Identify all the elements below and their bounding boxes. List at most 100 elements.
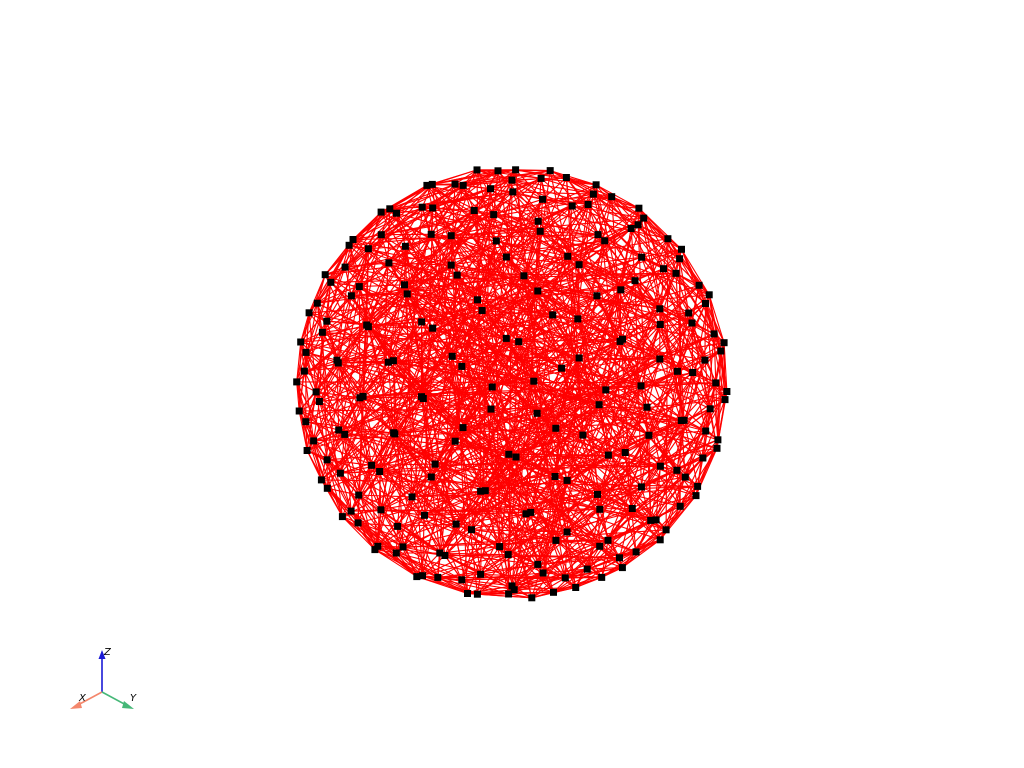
mesh-node — [434, 573, 442, 581]
mesh-edge — [377, 545, 418, 578]
mesh-edge — [531, 577, 566, 599]
mesh-node — [534, 560, 542, 568]
mesh-edge — [635, 520, 652, 553]
mesh-edge — [593, 193, 644, 219]
mesh-node — [401, 281, 408, 289]
mesh-edge — [540, 177, 573, 207]
mesh-edge — [462, 427, 583, 436]
mesh-node — [313, 299, 321, 307]
mesh-edge — [339, 473, 352, 512]
mesh-edge — [402, 419, 682, 548]
x-axis: X — [70, 691, 103, 709]
mesh-node — [473, 590, 481, 598]
mesh-edge — [533, 289, 622, 382]
mesh-edge — [537, 290, 557, 429]
mesh-edge — [542, 264, 580, 574]
mesh-node — [681, 473, 689, 481]
mesh-node — [705, 291, 713, 299]
mesh-edge — [665, 495, 697, 531]
mesh-node — [676, 502, 684, 510]
mesh-node — [616, 554, 623, 562]
mesh-edge — [539, 230, 642, 387]
mesh-edge — [350, 248, 369, 296]
mesh-edge — [599, 508, 651, 521]
mesh-edge — [305, 351, 364, 397]
mesh-edge — [380, 509, 404, 548]
mesh-node — [327, 278, 335, 286]
mesh-edge — [421, 321, 493, 388]
mesh-edge — [508, 591, 554, 595]
mesh-node — [323, 456, 331, 464]
mesh-edge — [675, 272, 710, 296]
mesh-edge — [511, 289, 622, 587]
mesh-edge — [327, 430, 706, 461]
mesh-edge — [578, 357, 600, 405]
mesh-edge — [542, 486, 642, 574]
mesh-node — [656, 355, 664, 363]
mesh-edge — [306, 284, 405, 451]
mesh-edge — [434, 275, 458, 465]
orientation-axes-widget: Z X Y — [70, 647, 137, 709]
mesh-node — [393, 209, 400, 217]
mesh-edge — [537, 290, 689, 314]
mesh-node — [502, 334, 510, 342]
mesh-edge — [350, 510, 379, 547]
mesh-node — [512, 166, 520, 174]
mesh-edge — [357, 522, 554, 593]
mesh-edge — [402, 529, 472, 548]
mesh-node — [717, 347, 725, 355]
mesh-node — [487, 405, 495, 413]
mesh-edge — [643, 217, 682, 250]
mesh-node — [341, 430, 349, 438]
mesh-edge — [579, 256, 642, 266]
mesh-node — [652, 516, 660, 524]
mesh-edge — [380, 476, 432, 511]
mesh-edge — [640, 385, 685, 421]
mesh-edge — [595, 184, 637, 552]
mesh-node — [604, 536, 612, 544]
mesh-node — [562, 174, 570, 181]
mesh-edge — [316, 303, 343, 517]
mesh-edge — [322, 331, 660, 360]
mesh-edge — [430, 295, 598, 478]
mesh-edge — [493, 214, 507, 258]
mesh-edge — [476, 169, 482, 492]
mesh-edge — [461, 576, 602, 581]
mesh-node — [702, 427, 710, 435]
mesh-edge — [350, 210, 475, 512]
x-axis-label: X — [78, 693, 87, 704]
mesh-edge — [635, 505, 681, 553]
mesh-edge — [512, 191, 594, 195]
mesh-edge — [338, 360, 394, 364]
mesh-edge — [708, 294, 725, 343]
mesh-node — [632, 548, 640, 556]
mesh-edge — [321, 295, 352, 333]
mesh-edge — [515, 169, 597, 186]
mesh-edge — [463, 170, 551, 186]
mesh-edge — [303, 332, 323, 372]
mesh-node — [293, 378, 301, 386]
mesh-edge — [426, 184, 568, 257]
mesh-edge — [595, 184, 632, 229]
mesh-edge — [298, 410, 315, 442]
mesh-node — [592, 181, 600, 189]
mesh-node — [656, 305, 664, 313]
mesh-node — [628, 505, 636, 512]
mesh-edge — [444, 554, 620, 559]
mesh-edge — [315, 391, 513, 587]
mesh-node — [572, 584, 580, 591]
mesh-node — [712, 379, 720, 387]
mesh-edge — [326, 245, 406, 322]
mesh-node — [723, 388, 731, 395]
mesh-edge — [463, 177, 542, 186]
mesh-node — [315, 398, 323, 405]
mesh-edge — [507, 357, 580, 555]
mesh-edge — [402, 546, 463, 581]
mesh-node — [431, 460, 439, 468]
mesh-node — [714, 436, 722, 444]
mesh-edge — [531, 447, 718, 599]
mesh-edge — [451, 356, 510, 595]
mesh-node — [341, 263, 349, 271]
